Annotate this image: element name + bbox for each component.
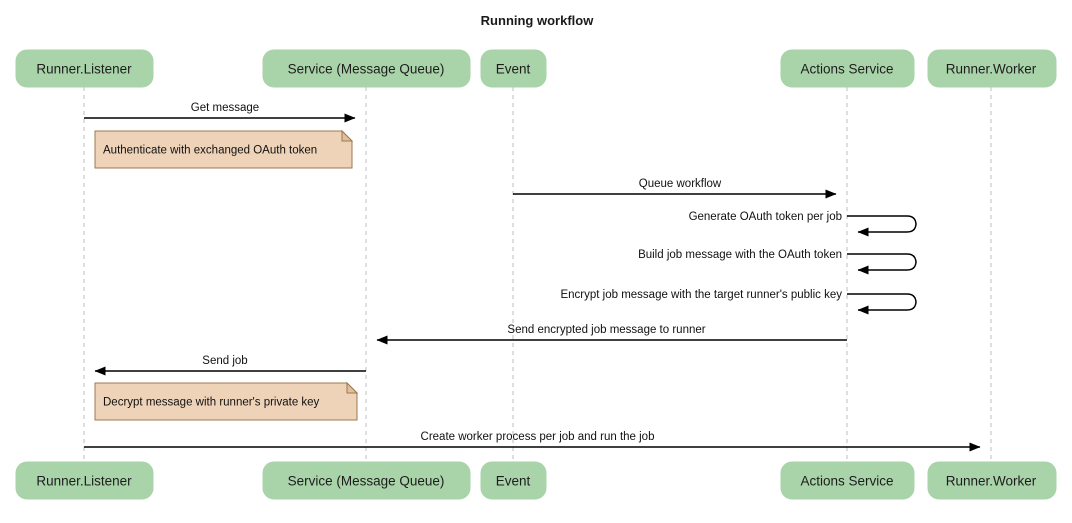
participant-runner-worker-top[interactable]: Runner.Worker bbox=[927, 49, 1057, 88]
participant-box bbox=[780, 49, 915, 88]
participant-label: Runner.Listener bbox=[36, 474, 132, 489]
participant-box bbox=[927, 461, 1057, 500]
participant-actions-service-top[interactable]: Actions Service bbox=[780, 49, 915, 88]
participant-label: Actions Service bbox=[800, 62, 893, 77]
participant-service-message-queue-bottom[interactable]: Service (Message Queue) bbox=[262, 461, 471, 500]
participant-box bbox=[15, 49, 154, 88]
page-title: Running workflow bbox=[481, 13, 595, 28]
note-decrypt-note: Decrypt message with runner's private ke… bbox=[94, 381, 359, 421]
participants-bottom-group: Runner.Listener Service (Message Queue) Ev… bbox=[15, 461, 1057, 500]
participant-runner-listener-bottom[interactable]: Runner.Listener bbox=[15, 461, 154, 500]
message-send-encrypted-job-message-to-runner[interactable]: Send encrypted job message to runner bbox=[376, 324, 847, 345]
message-label: Get message bbox=[191, 102, 259, 114]
note-authenticate-note: Authenticate with exchanged OAuth token bbox=[94, 129, 354, 169]
participant-label: Runner.Worker bbox=[946, 62, 1037, 77]
message-send-job[interactable]: Send job bbox=[94, 355, 366, 376]
note-fold-corner-icon bbox=[346, 381, 359, 394]
message-queue-workflow[interactable]: Queue workflow bbox=[513, 178, 837, 199]
note-body bbox=[94, 130, 353, 169]
participant-box bbox=[480, 461, 547, 500]
message-label: Queue workflow bbox=[639, 178, 722, 190]
participant-label: Actions Service bbox=[800, 474, 893, 489]
participant-label: Event bbox=[496, 62, 531, 77]
notes-group: Authenticate with exchanged OAuth tokenD… bbox=[94, 129, 359, 421]
participant-box bbox=[262, 461, 471, 500]
participant-box bbox=[927, 49, 1057, 88]
participant-event-top[interactable]: Event bbox=[480, 49, 547, 88]
participant-box bbox=[262, 49, 471, 88]
participant-actions-service-bottom[interactable]: Actions Service bbox=[780, 461, 915, 500]
self-call-path bbox=[847, 253, 917, 275]
message-label: Send encrypted job message to runner bbox=[507, 324, 705, 336]
participant-box bbox=[480, 49, 547, 88]
participant-runner-worker-bottom[interactable]: Runner.Worker bbox=[927, 461, 1057, 500]
participant-label: Service (Message Queue) bbox=[288, 474, 445, 489]
self-call-path bbox=[847, 215, 917, 237]
participant-label: Runner.Listener bbox=[36, 62, 132, 77]
participant-box bbox=[780, 461, 915, 500]
message-encrypt-job-message-with-the-target-runners-public-key[interactable]: Encrypt job message with the target runn… bbox=[560, 289, 917, 315]
note-label: Decrypt message with runner's private ke… bbox=[103, 397, 320, 409]
participants-top-group: Runner.Listener Service (Message Queue) Ev… bbox=[15, 49, 1057, 88]
participant-service-message-queue-top[interactable]: Service (Message Queue) bbox=[262, 49, 471, 88]
participant-label: Event bbox=[496, 474, 531, 489]
message-label: Send job bbox=[202, 355, 247, 367]
message-label: Generate OAuth token per job bbox=[689, 211, 842, 223]
message-label: Encrypt job message with the target runn… bbox=[560, 289, 842, 301]
message-create-worker-process-per-job-and-run-the-job[interactable]: Create worker process per job and run th… bbox=[84, 431, 981, 452]
message-get-message[interactable]: Get message bbox=[84, 102, 356, 123]
note-label: Authenticate with exchanged OAuth token bbox=[103, 145, 317, 157]
participant-label: Service (Message Queue) bbox=[288, 62, 445, 77]
participant-event-bottom[interactable]: Event bbox=[480, 461, 547, 500]
note-fold-corner-icon bbox=[341, 129, 354, 142]
message-label: Build job message with the OAuth token bbox=[638, 249, 842, 261]
note-body bbox=[94, 382, 358, 421]
participant-box bbox=[15, 461, 154, 500]
lifelines-group bbox=[83, 87, 992, 462]
message-generate-oauth-token-per-job[interactable]: Generate OAuth token per job bbox=[689, 211, 917, 237]
participant-label: Runner.Worker bbox=[946, 474, 1037, 489]
message-label: Create worker process per job and run th… bbox=[421, 431, 655, 443]
self-call-path bbox=[847, 293, 917, 315]
message-build-job-message-with-the-oauth-token[interactable]: Build job message with the OAuth token bbox=[638, 249, 917, 275]
participant-runner-listener-top[interactable]: Runner.Listener bbox=[15, 49, 154, 88]
